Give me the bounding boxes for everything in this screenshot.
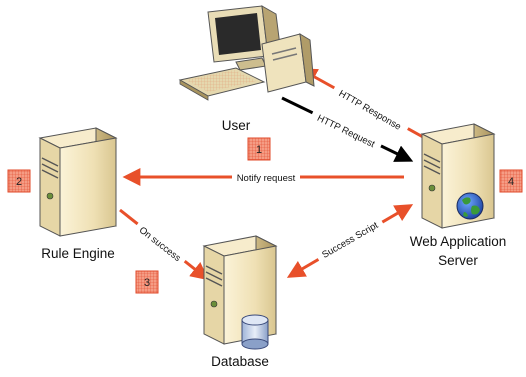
- step-badge-2: 2: [7, 169, 31, 193]
- database-label: Database: [211, 354, 269, 369]
- web-server-label-line2: Server: [438, 253, 478, 268]
- on-success-label: On success: [137, 225, 183, 264]
- web-server-icon: [420, 123, 496, 229]
- svg-text:1: 1: [256, 144, 262, 156]
- user-label: User: [222, 118, 251, 133]
- step-badge-3: 3: [135, 270, 159, 294]
- user-computer-icon: [178, 5, 315, 101]
- web-server-label-line1: Web Application: [410, 234, 507, 249]
- rule-engine-server-icon: [38, 127, 118, 237]
- rule-engine-label: Rule Engine: [41, 246, 115, 261]
- svg-text:2: 2: [16, 176, 22, 188]
- database-cylinder-icon: [241, 314, 269, 350]
- step-badge-1: 1: [247, 137, 271, 161]
- notify-request-label: Notify request: [237, 173, 296, 184]
- globe-icon: [456, 192, 484, 220]
- http-request-label: HTTP Request: [315, 113, 376, 151]
- step-badge-4: 4: [499, 169, 523, 193]
- svg-text:4: 4: [508, 176, 514, 188]
- success-script-label: Success Script: [320, 220, 380, 261]
- svg-text:3: 3: [144, 277, 150, 289]
